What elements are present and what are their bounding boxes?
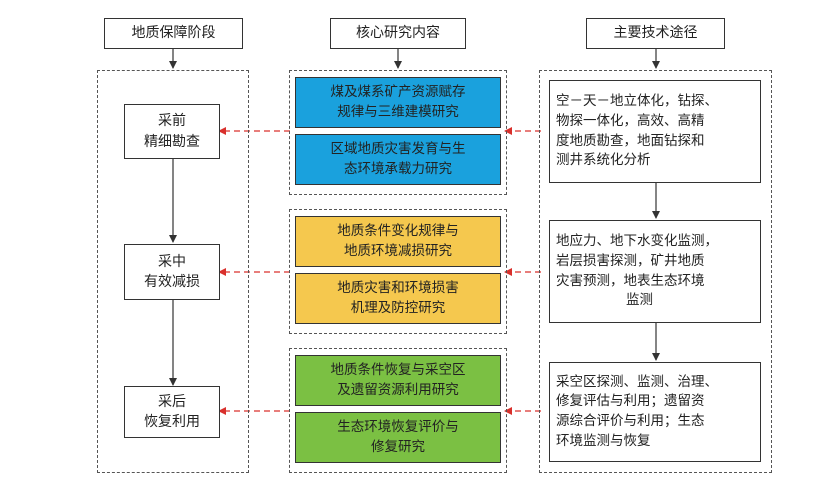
research-1a-line1: 煤及煤系矿产资源赋存 xyxy=(330,83,466,100)
stage-2-line2: 有效减损 xyxy=(144,274,200,290)
stage-header: 地质保障阶段 xyxy=(104,18,243,49)
research-box-3a: 地质条件恢复与采空区 及遗留资源利用研究 xyxy=(295,355,501,406)
stage-2-line1: 采中 xyxy=(158,253,186,270)
stage-1-line2: 精细勘查 xyxy=(144,133,200,150)
stage-3-line2: 恢复利用 xyxy=(144,414,200,430)
tech-3-line4: 环境监测与恢复 xyxy=(556,432,651,449)
content-header-label: 核心研究内容 xyxy=(356,25,440,42)
tech-3-line1: 采空区探测、监测、治理、 xyxy=(556,373,718,390)
research-3a-line2: 及遗留资源利用研究 xyxy=(337,381,459,398)
tech-1-line1: 空－天－地立体化，钻探、 xyxy=(556,93,718,110)
stage-column-frame xyxy=(97,70,249,473)
research-group-1-frame xyxy=(289,70,507,195)
tech-2-line1: 地应力、地下水变化监测， xyxy=(556,233,718,250)
tech-box-1: 空－天－地立体化，钻探、 物探一体化，高效、高精 度地质勘查，地面钻探和 测井系… xyxy=(549,80,761,183)
tech-2-line4: 监测 xyxy=(626,292,653,309)
research-group-3-frame xyxy=(289,348,507,473)
tech-3-line3: 源综合评价与利用；生态 xyxy=(556,413,705,429)
stage-header-label: 地质保障阶段 xyxy=(131,25,216,42)
research-box-2a: 地质条件变化规律与 地质环境减损研究 xyxy=(295,216,501,267)
tech-column-frame xyxy=(539,70,772,473)
tech-1-line4: 测井系统化分析 xyxy=(556,152,651,169)
research-box-1b: 区域地质灾害发育与生 态环境承载力研究 xyxy=(295,134,501,185)
research-box-2b: 地质灾害和环境损害 机理及防控研究 xyxy=(295,273,501,324)
tech-2-line3: 灾害预测，地表生态环境 xyxy=(556,272,705,289)
content-header: 核心研究内容 xyxy=(330,18,466,49)
research-3a-line1: 地质条件恢复与采空区 xyxy=(330,361,466,378)
research-2a-line2: 地质环境减损研究 xyxy=(344,242,452,259)
research-3b-line2: 修复研究 xyxy=(371,438,425,455)
tech-3-line2: 修复评估与利用；遗留资 xyxy=(556,393,705,410)
stage-box-during-mining: 采中 有效减损 xyxy=(124,244,220,300)
research-2b-line2: 机理及防控研究 xyxy=(350,299,446,316)
research-1b-line1: 区域地质灾害发育与生 xyxy=(330,140,466,157)
tech-header-label: 主要技术途径 xyxy=(613,25,698,42)
research-3b-line1: 生态环境恢复评价与 xyxy=(337,418,459,435)
tech-1-line2: 物探一体化，高效、高精 xyxy=(556,112,705,129)
tech-header: 主要技术途径 xyxy=(586,18,725,49)
stage-1-line1: 采前 xyxy=(158,113,186,130)
research-group-2-frame xyxy=(289,209,507,334)
stage-box-pre-mining: 采前 精细勘查 xyxy=(124,104,220,159)
research-2a-line1: 地质条件变化规律与 xyxy=(337,222,459,239)
tech-box-2: 地应力、地下水变化监测， 岩层损害探测，矿井地质 灾害预测，地表生态环境 监测 xyxy=(549,220,761,323)
research-1b-line2: 态环境承载力研究 xyxy=(344,160,452,177)
tech-1-line3: 度地质勘查，地面钻探和 xyxy=(556,132,705,149)
research-box-3b: 生态环境恢复评价与 修复研究 xyxy=(295,412,501,463)
research-box-1a: 煤及煤系矿产资源赋存 规律与三维建模研究 xyxy=(295,77,501,128)
tech-box-3: 采空区探测、监测、治理、 修复评估与利用；遗留资 源综合评价与利用；生态 环境监… xyxy=(549,362,761,462)
tech-2-line2: 岩层损害探测，矿井地质 xyxy=(556,252,705,269)
stage-box-post-mining: 采后 恢复利用 xyxy=(124,386,220,438)
research-1a-line2: 规律与三维建模研究 xyxy=(337,103,459,120)
research-2b-line1: 地质灾害和环境损害 xyxy=(337,279,459,296)
stage-3-line1: 采后 xyxy=(158,393,186,410)
